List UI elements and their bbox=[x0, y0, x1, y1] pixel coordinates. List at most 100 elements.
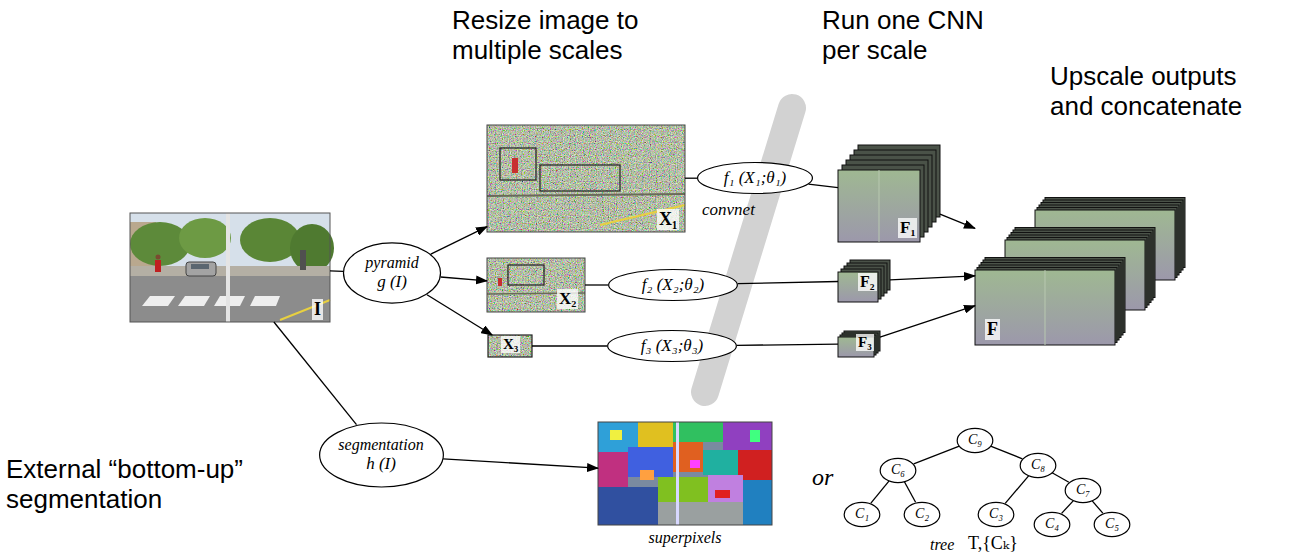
ellipse-node: C₂ bbox=[904, 502, 940, 527]
ellipse-shape bbox=[608, 330, 737, 361]
annotation: T,{Cₖ} bbox=[968, 533, 1018, 554]
image-node: F₁ bbox=[838, 145, 940, 242]
ellipse-label: C₅ bbox=[1105, 516, 1119, 532]
connector bbox=[1062, 501, 1074, 514]
connector bbox=[330, 270, 343, 272]
edge-map-image bbox=[487, 258, 585, 312]
connector bbox=[427, 295, 492, 335]
ellipse-label: g (I) bbox=[377, 272, 407, 292]
image-node: I bbox=[130, 213, 330, 322]
image-label: X₁ bbox=[657, 209, 679, 230]
ellipse-node: f₁ (X₁;θ₁) bbox=[697, 162, 813, 194]
image-node: superpixels bbox=[598, 422, 772, 525]
text-stack: f₂ (X₂;θ₂) bbox=[642, 275, 704, 295]
ellipse-label: C₁ bbox=[855, 506, 869, 522]
image-label: I bbox=[312, 299, 323, 320]
image-label: F bbox=[985, 319, 1000, 340]
ellipse-shape bbox=[904, 502, 940, 526]
ellipse-label: h (I) bbox=[366, 454, 396, 474]
ellipse-label: C₄ bbox=[1045, 516, 1059, 532]
annotation: tree bbox=[930, 536, 954, 554]
text-stack: f₁ (X₁;θ₁) bbox=[724, 168, 786, 188]
ellipse-label: pyramid bbox=[365, 254, 418, 272]
ellipse-node: C₉ bbox=[957, 428, 993, 453]
edge-map-image bbox=[487, 125, 685, 232]
image-label: superpixels bbox=[649, 529, 722, 547]
image-node: F₃ bbox=[838, 331, 880, 357]
text-stack: C₆ bbox=[891, 462, 905, 478]
ellipse-node: C₃ bbox=[978, 502, 1014, 527]
text-stack: C₁ bbox=[855, 506, 869, 522]
ellipse-label: C₆ bbox=[891, 462, 905, 478]
annotation: convnet bbox=[702, 200, 755, 220]
ellipse-node: C₇ bbox=[1065, 478, 1101, 503]
ellipse-shape bbox=[957, 428, 993, 452]
image-node: X₃ bbox=[488, 335, 532, 357]
ellipse-node: C₆ bbox=[880, 458, 916, 483]
ellipse-shape bbox=[609, 269, 738, 300]
step-heading: Resize image to multiple scales bbox=[452, 6, 702, 66]
connector bbox=[904, 482, 915, 503]
connector bbox=[871, 481, 889, 503]
text-stack: segmentationh (I) bbox=[338, 436, 423, 474]
connector bbox=[737, 344, 838, 345]
image-node: X₂ bbox=[487, 258, 585, 312]
ellipse-label: C₃ bbox=[989, 506, 1003, 522]
connector bbox=[274, 322, 357, 425]
connector bbox=[940, 214, 975, 228]
connector bbox=[1052, 473, 1069, 482]
ellipse-node: C₁ bbox=[844, 502, 880, 527]
feature-stack bbox=[838, 331, 880, 357]
ellipse-label: f₃ (X₃;θ₃) bbox=[641, 336, 703, 356]
connector bbox=[532, 345, 607, 346]
connector bbox=[738, 282, 838, 284]
ellipse-node: pyramidg (I) bbox=[343, 242, 441, 304]
image-node: X₁ bbox=[487, 125, 685, 232]
ellipse-label: C₈ bbox=[1031, 457, 1045, 473]
text-stack: f₃ (X₃;θ₃) bbox=[641, 336, 703, 356]
ellipse-shape bbox=[698, 162, 813, 193]
ellipse-label: C₇ bbox=[1076, 482, 1090, 498]
text-stack: C₉ bbox=[968, 432, 982, 448]
ellipse-shape bbox=[880, 458, 916, 482]
text-stack: pyramidg (I) bbox=[365, 254, 418, 292]
connector bbox=[1092, 501, 1103, 513]
ellipse-node: segmentationh (I) bbox=[319, 422, 444, 488]
ellipse-label: segmentation bbox=[338, 436, 423, 454]
ellipse-shape bbox=[1020, 453, 1056, 477]
connector bbox=[809, 184, 839, 187]
ellipse-node: C₅ bbox=[1094, 512, 1130, 537]
text-stack: C₄ bbox=[1045, 516, 1059, 532]
ellipse-label: C₉ bbox=[968, 432, 982, 448]
connector bbox=[890, 276, 975, 280]
ellipse-shape bbox=[343, 243, 440, 303]
ellipse-shape bbox=[1094, 512, 1130, 536]
street-image bbox=[130, 213, 334, 322]
image-label: X₃ bbox=[501, 336, 520, 353]
step-heading: External “bottom-up” segmentation bbox=[6, 455, 296, 515]
connector bbox=[685, 178, 697, 179]
ellipse-node: C₄ bbox=[1034, 512, 1070, 537]
connector bbox=[991, 446, 1023, 459]
ellipse-label: f₂ (X₂;θ₂) bbox=[642, 275, 704, 295]
image-label: X₂ bbox=[557, 289, 578, 309]
step-heading: Upscale outputs and concatenate bbox=[1050, 62, 1280, 122]
superpixel-image bbox=[598, 422, 772, 525]
connector bbox=[914, 446, 960, 464]
connector bbox=[585, 284, 608, 285]
ellipse-shape bbox=[978, 502, 1014, 526]
image-node: F₂ bbox=[838, 260, 890, 302]
feature-stack bbox=[838, 145, 940, 242]
ellipse-shape bbox=[319, 423, 443, 487]
ellipse-node: f₂ (X₂;θ₂) bbox=[608, 269, 738, 301]
ellipse-label: C₂ bbox=[915, 506, 929, 522]
image-node: F bbox=[975, 197, 1185, 345]
step-heading: Run one CNN per scale bbox=[822, 6, 997, 66]
text-stack: C₃ bbox=[989, 506, 1003, 522]
connector bbox=[880, 306, 975, 337]
ellipse-node: f₃ (X₃;θ₃) bbox=[607, 330, 737, 362]
feature-stack bbox=[838, 260, 890, 302]
feature-stack bbox=[975, 198, 1185, 346]
ellipse-node: C₈ bbox=[1020, 453, 1056, 478]
